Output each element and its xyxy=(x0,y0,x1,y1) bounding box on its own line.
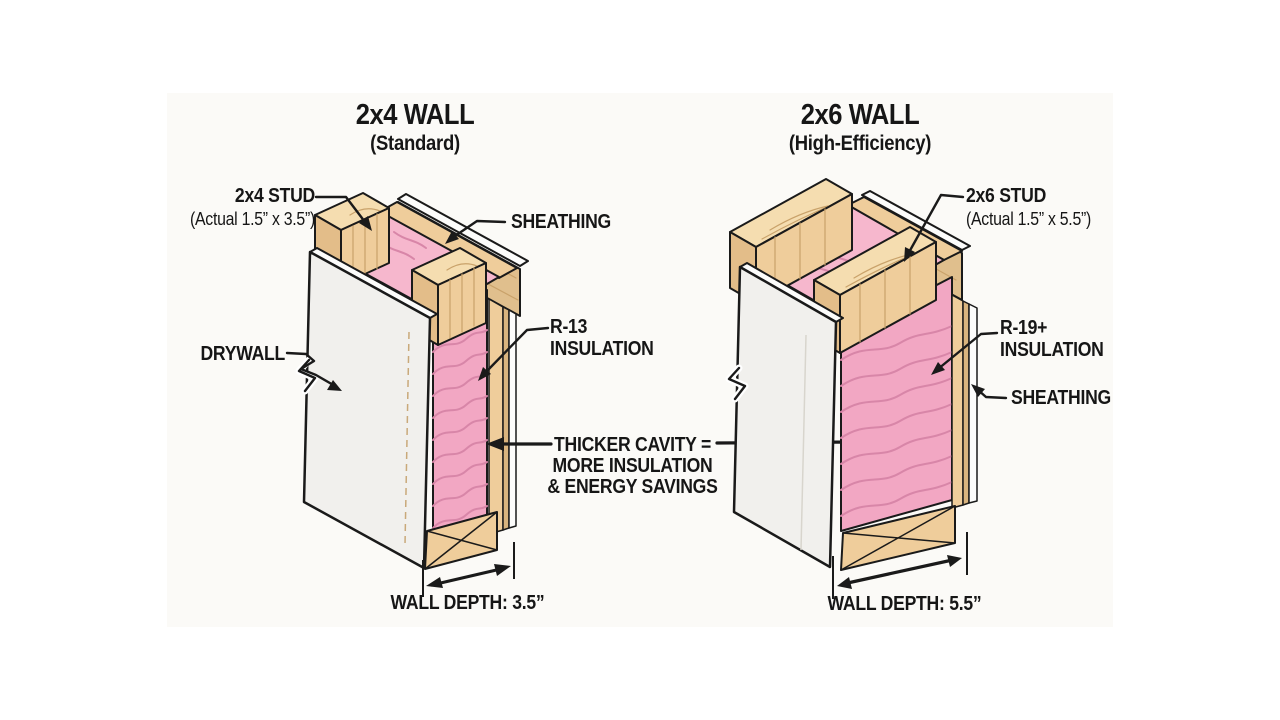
right-sheathing-leader xyxy=(971,384,1008,400)
left-wall-subtitle: (Standard) xyxy=(370,132,460,155)
left-drywall xyxy=(295,247,438,570)
right-depth-dimension xyxy=(832,532,968,599)
left-drywall-label: DRYWALL xyxy=(200,343,285,365)
left-sheathing-edge xyxy=(502,306,510,531)
right-frame-edge xyxy=(951,294,964,509)
left-frame-edge xyxy=(488,298,504,535)
right-bottom-plate xyxy=(840,505,956,571)
left-drywall-break-mark xyxy=(297,358,317,393)
right-drywall-face xyxy=(732,265,838,569)
left-depth-dimension xyxy=(422,542,515,597)
right-wall-illustration xyxy=(725,178,1008,599)
left-sheathing-leader xyxy=(445,219,507,244)
left-insulation-label-line1: R-13 xyxy=(550,316,588,338)
left-wall-illustration xyxy=(285,192,550,597)
left-insulation-leader xyxy=(478,326,550,381)
right-wall-subtitle: (High-Efficiency) xyxy=(788,132,932,155)
right-stud-label: 2x6 STUD xyxy=(966,185,1047,207)
left-stud-leader xyxy=(314,195,372,231)
right-depth-label: WALL DEPTH: 5.5” xyxy=(827,593,982,615)
right-drywall-break-mark xyxy=(727,366,747,401)
left-sheathing-label: SHEATHING xyxy=(511,211,611,233)
right-stud-leader xyxy=(904,193,965,262)
left-insulation-label-line2: INSULATION xyxy=(550,338,654,360)
right-stud-detail-label: (Actual 1.5” x 5.5”) xyxy=(966,209,1092,229)
left-depth-label: WALL DEPTH: 3.5” xyxy=(390,592,545,614)
left-insulation-squiggles xyxy=(432,329,488,529)
right-sheathing-label: SHEATHING xyxy=(1011,387,1111,409)
right-insulation-squiggles xyxy=(840,325,953,517)
center-note-line1: THICKER CAVITY = xyxy=(554,434,711,456)
right-drywall-joint-line xyxy=(800,334,807,551)
left-bottom-plate xyxy=(424,511,498,570)
cavity-arrow-left xyxy=(486,437,504,451)
center-note-line2: MORE INSULATION xyxy=(552,455,713,477)
right-stud-front xyxy=(813,226,937,354)
right-drywall xyxy=(725,262,844,569)
left-stud-detail-label: (Actual 1.5” x 3.5”) xyxy=(189,209,315,229)
right-wall-title: 2x6 WALL xyxy=(800,99,920,131)
left-stud-label: 2x4 STUD xyxy=(234,185,315,207)
right-insulation-leader xyxy=(931,331,999,375)
right-sheathing-outer-edge xyxy=(968,303,978,504)
center-note-line3: & ENERGY SAVINGS xyxy=(547,476,718,498)
left-sheathing-outer-edge xyxy=(508,309,517,529)
left-wall-title: 2x4 WALL xyxy=(355,99,475,131)
left-drywall-leader xyxy=(285,351,342,391)
right-sheathing-edge xyxy=(962,300,970,506)
right-insulation-label-line1: R-19+ xyxy=(1000,317,1048,339)
right-insulation-label-line2: INSULATION xyxy=(1000,339,1104,361)
